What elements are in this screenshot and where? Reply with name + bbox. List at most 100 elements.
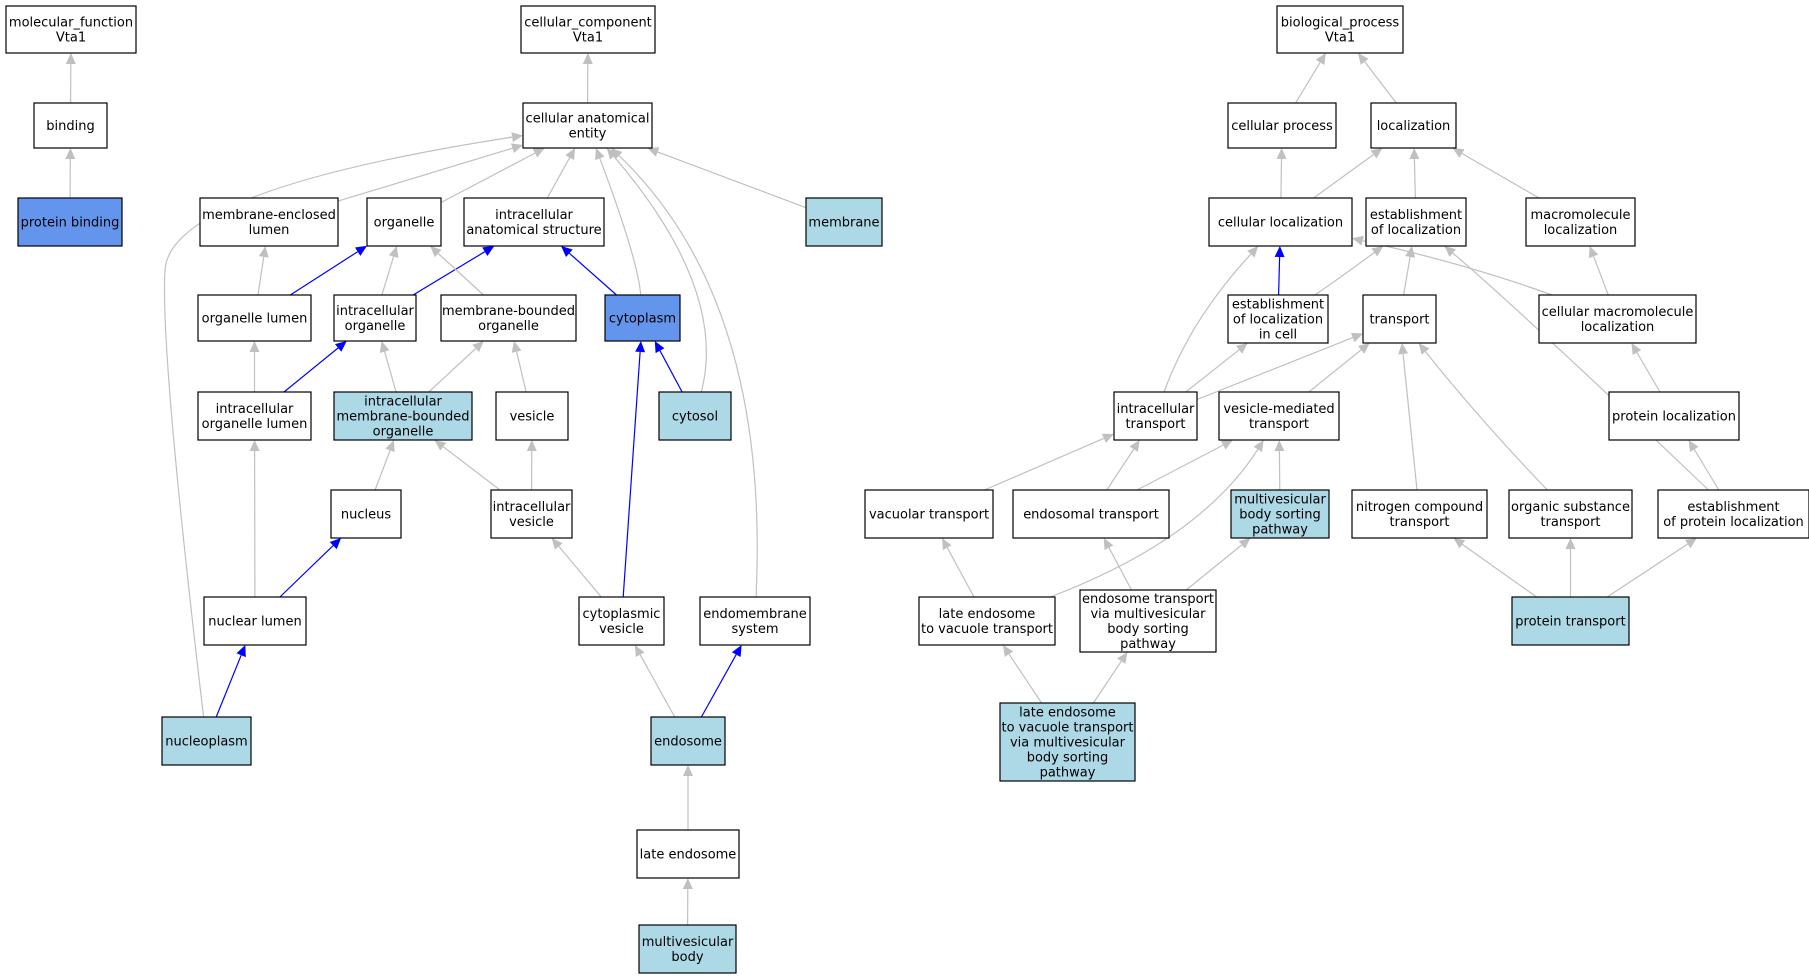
node-label-line: protein binding: [21, 216, 120, 231]
node-prot-loc[interactable]: protein localization: [1608, 391, 1740, 441]
edge-le_vac_mvb-to-le_vac: [1008, 653, 1043, 704]
node-late-endosome[interactable]: late endosome: [636, 829, 740, 879]
node-label-line: Vta1: [1325, 31, 1355, 46]
node-cell-loc[interactable]: cellular localization: [1208, 197, 1353, 247]
edge-le_vac-to-ves_transport: [1049, 448, 1259, 598]
node-cytosol[interactable]: cytosol: [658, 391, 732, 441]
arrowhead-cae-to-cc_root: [582, 53, 593, 64]
arrowhead-est_loc_cell-to-est_loc: [1371, 246, 1384, 257]
node-box: [440, 294, 577, 342]
edge-endosome-to-cyt_vesicle: [639, 654, 676, 718]
arrowhead-late_endosome-to-endosome: [683, 765, 693, 776]
edge-ias-to-cae: [546, 157, 571, 199]
node-label-line: nucleoplasm: [165, 735, 247, 750]
arrowhead-endosome-to-cyt_vesicle: [634, 645, 645, 657]
arrowhead-cytosol-to-cae: [606, 148, 618, 160]
node-vesicle[interactable]: vesicle: [495, 391, 569, 441]
node-box: [1351, 489, 1488, 539]
node-label-line: via multivesicular: [1010, 736, 1126, 751]
node-label-line: cellular anatomical: [526, 112, 650, 127]
node-label-line: cellular localization: [1218, 216, 1343, 231]
node-box: [1208, 197, 1353, 247]
edge-ic_transport-to-cell_loc: [1163, 253, 1252, 393]
arrowhead-est_prot_loc-to-prot_loc: [1688, 440, 1699, 452]
node-membrane[interactable]: membrane: [805, 197, 883, 247]
node-label-line: localization: [1377, 119, 1451, 134]
node-label-line: cellular process: [1231, 119, 1333, 134]
node-nucleus[interactable]: nucleus: [330, 489, 402, 539]
node-label-line: vesicle-mediated: [1223, 402, 1334, 417]
node-label-line: endosome transport: [1082, 592, 1214, 607]
node-label-line: multivesicular: [1234, 493, 1326, 508]
node-label-line: anatomical structure: [466, 223, 601, 238]
node-label-line: transport: [1249, 417, 1309, 432]
edge-cell_macro_loc-to-macro_loc: [1593, 256, 1609, 296]
arrowhead-nucleoplasm-to-cae: [511, 132, 523, 143]
node-transport[interactable]: transport: [1362, 294, 1437, 344]
node-label-line: transport: [1540, 515, 1600, 530]
arrowhead-cyt_vesicle-to-ic_vesicle: [551, 538, 563, 550]
node-binding[interactable]: binding: [33, 102, 108, 149]
node-box: [520, 5, 656, 54]
edge-est_loc_cell-to-cell_loc: [1278, 256, 1281, 296]
edge-mb_org-to-organelle: [437, 252, 484, 296]
node-box: [578, 596, 665, 646]
node-cytoplasm[interactable]: cytoplasm: [604, 294, 681, 342]
node-box: [1227, 102, 1337, 149]
node-box: [638, 924, 737, 974]
node-box: [1365, 197, 1467, 247]
node-label-line: late endosome: [939, 607, 1036, 622]
node-box: [490, 489, 573, 539]
node-localization[interactable]: localization: [1370, 102, 1457, 149]
node-label-line: binding: [46, 119, 94, 134]
node-box: [161, 716, 252, 766]
node-label-line: lumen: [249, 223, 290, 238]
edge-cytoplasm-to-ias: [569, 252, 617, 296]
node-box: [805, 197, 883, 247]
node-label-line: transport: [1369, 313, 1429, 328]
node-nuc-lumen[interactable]: nuclear lumen: [203, 596, 307, 646]
node-cell-proc[interactable]: cellular process: [1227, 102, 1337, 149]
node-label-line: organelle: [374, 216, 435, 231]
edge-cell_macro_loc-to-cell_loc: [1362, 240, 1553, 296]
node-label-line: nucleus: [341, 508, 391, 523]
node-prot-transport[interactable]: protein transport: [1511, 596, 1630, 646]
node-organelle[interactable]: organelle: [366, 197, 442, 247]
node-endosome[interactable]: endosome: [650, 716, 726, 766]
arrowhead-mvb-to-late_endosome: [682, 878, 693, 889]
node-box: [5, 5, 137, 54]
node-nucleoplasm[interactable]: nucleoplasm: [161, 716, 252, 766]
node-label-line: pathway: [1120, 637, 1176, 652]
node-endo-transport[interactable]: endosomal transport: [1012, 489, 1170, 539]
node-protein-binding[interactable]: protein binding: [17, 197, 123, 247]
node-org-lumen[interactable]: organelle lumen: [197, 294, 312, 342]
node-vac-transport[interactable]: vacuolar transport: [864, 489, 994, 539]
